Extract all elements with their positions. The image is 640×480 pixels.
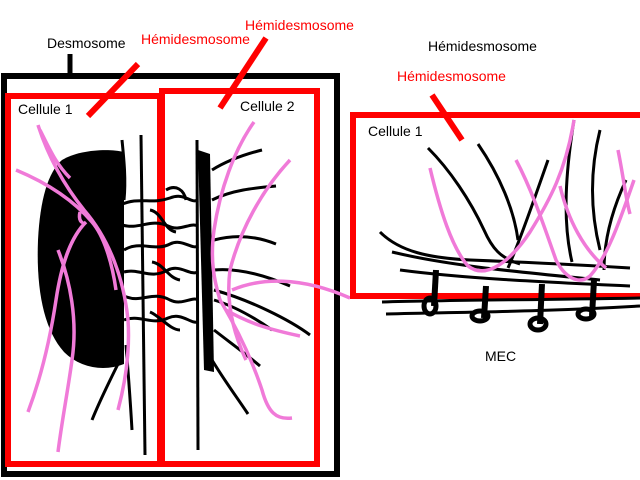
cell-right-box	[350, 112, 640, 299]
desmosome-panel	[1, 54, 351, 477]
hemidesmosome-panel	[350, 93, 640, 333]
hemidesmosome-label-4: Hémidesmosome	[397, 68, 506, 84]
hemidesmosome-label-2: Hémidesmosome	[245, 17, 354, 33]
hemidesmosome-pointer-3	[429, 93, 465, 142]
hemidesmosome-pointer-2	[217, 36, 269, 110]
cell-1-right-label: Cellule 1	[368, 123, 423, 139]
pink-keratin-filaments	[15, 120, 351, 453]
desmosome-frame	[1, 73, 340, 477]
hemidesmosome-label-3: Hémidesmosome	[428, 38, 537, 54]
hemidesmosome-label-1: Hémidesmosome	[141, 31, 250, 47]
cell-1-left-label: Cellule 1	[18, 101, 73, 117]
desmosome-junction-links	[119, 186, 199, 332]
cell-2-plaque	[198, 150, 214, 372]
ecm-fibers	[381, 296, 640, 316]
cell-2-box	[159, 88, 320, 467]
hemidesmosome-anchor-feet	[421, 295, 597, 333]
ecm-label: MEC	[485, 348, 517, 364]
cell-1-membrane	[139, 134, 147, 456]
hemidesmosome-pointer-1	[85, 61, 141, 119]
desmosome-label: Desmosome	[47, 35, 126, 51]
right-cell-filaments	[378, 119, 631, 288]
cell-2-left-label: Cellule 2	[240, 98, 295, 114]
cell-1-plaque-mass	[37, 150, 124, 368]
right-pink-filaments	[428, 119, 636, 282]
cell-2-membrane	[195, 139, 200, 451]
